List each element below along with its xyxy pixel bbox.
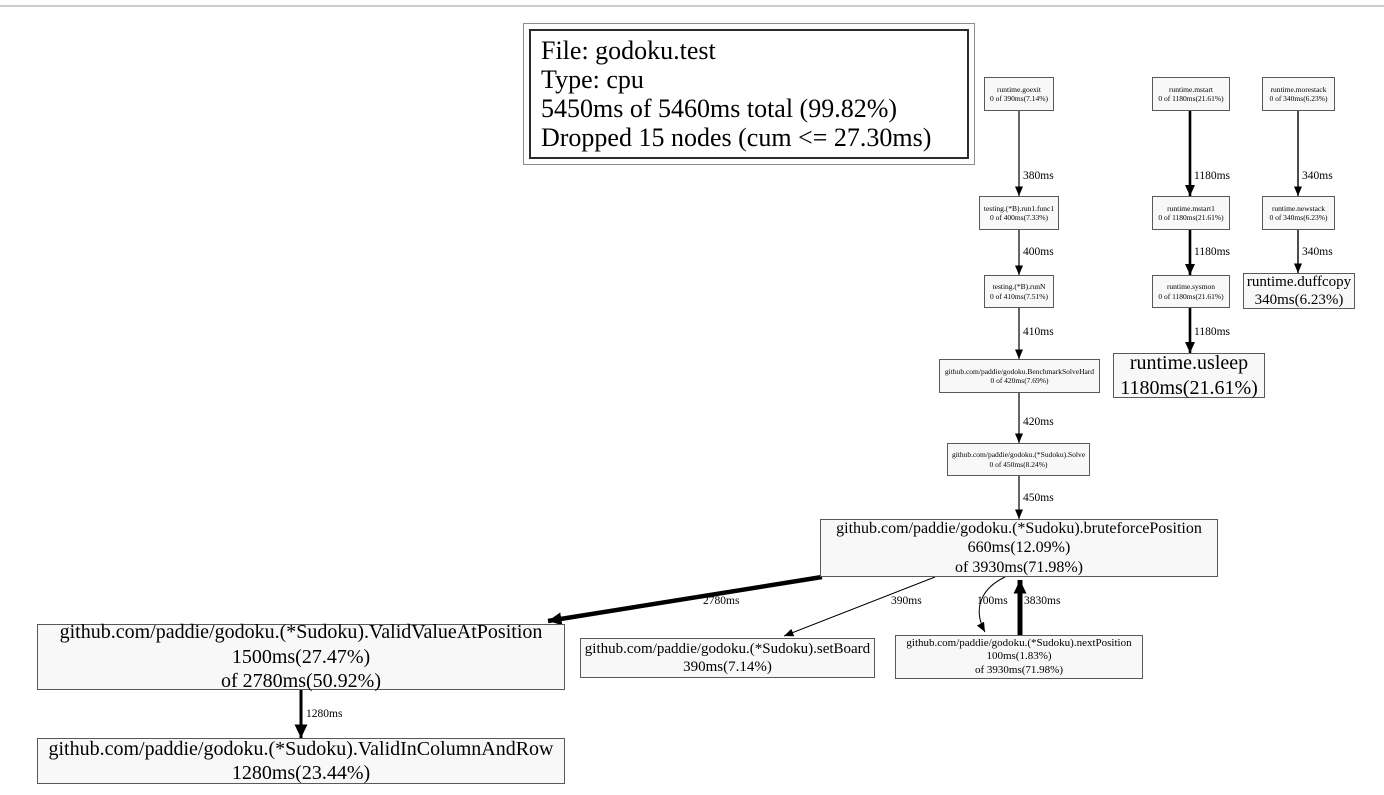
edge-label-mstart-to-mstart1: 1180ms	[1194, 170, 1231, 182]
edge-label-runn-to-benchmarksolvehard: 410ms	[1023, 326, 1054, 338]
node-text-line: of 2780ms(50.92%)	[221, 670, 381, 693]
node-text-line: runtime.mstart	[1169, 84, 1213, 94]
node-text-line: runtime.newstack	[1271, 203, 1326, 213]
node-text-line: testing.(*B).runN	[992, 282, 1046, 292]
edge-label-bruteforce-to-nextposition: 100ms	[977, 595, 1008, 607]
node-sudoku-valid-value-at-position[interactable]: github.com/paddie/godoku.(*Sudoku).Valid…	[37, 621, 565, 693]
node-text-line: 0 of 340ms(6.23%)	[1269, 213, 1328, 222]
node-text-line: 390ms(7.14%)	[683, 659, 772, 675]
edge-label-mstart1-to-sysmon: 1180ms	[1194, 246, 1231, 258]
edge-label-solve-to-bruteforce: 450ms	[1023, 492, 1054, 504]
edge-label-newstack-to-duffcopy: 340ms	[1302, 246, 1333, 258]
legend-type-line: Type: cpu	[541, 65, 644, 94]
node-text-line: 340ms(6.23%)	[1254, 292, 1344, 308]
node-text-line: github.com/paddie/godoku.BenchmarkSolveH…	[944, 366, 1095, 376]
node-text-line: github.com/paddie/godoku.(*Sudoku).setBo…	[584, 640, 871, 657]
node-text-line: 0 of 340ms(6.23%)	[1269, 94, 1328, 103]
node-text-line: runtime.sysmon	[1166, 282, 1216, 292]
node-text-line: 0 of 450ms(8.24%)	[989, 459, 1048, 469]
node-text-line: testing.(*B).run1.func1	[983, 203, 1055, 213]
edge-label-run1func1-to-runn: 400ms	[1023, 246, 1054, 258]
node-sudoku-solve[interactable]: github.com/paddie/godoku.(*Sudoku).Solve…	[947, 443, 1090, 476]
node-text-line: github.com/paddie/godoku.(*Sudoku).nextP…	[906, 636, 1132, 649]
legend-total-line: 5450ms of 5460ms total (99.82%)	[541, 94, 898, 123]
edge-label-goexit-to-run1func1: 380ms	[1023, 170, 1054, 182]
node-text-line: runtime.morestack	[1270, 84, 1327, 94]
node-sudoku-next-position[interactable]: github.com/paddie/godoku.(*Sudoku).nextP…	[895, 635, 1143, 679]
node-text-line: 100ms(1.83%)	[986, 650, 1052, 663]
node-text-line: 0 of 1180ms(21.61%)	[1158, 94, 1224, 103]
node-text-line: 0 of 400ms(7.33%)	[989, 213, 1049, 222]
node-text-line: 0 of 390ms(7.14%)	[989, 94, 1049, 103]
node-sudoku-set-board[interactable]: github.com/paddie/godoku.(*Sudoku).setBo…	[580, 638, 875, 678]
node-sudoku-bruteforce-position[interactable]: github.com/paddie/godoku.(*Sudoku).brute…	[820, 519, 1218, 577]
node-text-line: github.com/paddie/godoku.(*Sudoku).Valid…	[59, 621, 543, 644]
edge-bruteforce-to-setboard	[783, 576, 936, 637]
node-text-line: of 3930ms(71.98%)	[975, 663, 1063, 676]
node-text-line: 1180ms(21.61%)	[1120, 376, 1258, 399]
edge-bruteforce-to-validvalueatposition	[547, 574, 823, 626]
node-text-line: 1280ms(23.44%)	[231, 762, 371, 784]
node-text-line: 0 of 1180ms(21.61%)	[1158, 213, 1224, 222]
node-text-line: github.com/paddie/godoku.(*Sudoku).brute…	[836, 519, 1202, 537]
node-text-line: 1500ms(27.47%)	[231, 645, 371, 668]
node-text-line: runtime.usleep	[1129, 352, 1249, 375]
edge-bruteforce-to-nextposition	[976, 576, 1006, 633]
node-text-line: 0 of 410ms(7.51%)	[989, 291, 1049, 301]
edge-label-bruteforce-to-validvalueatposition: 2780ms	[703, 595, 740, 607]
legend-file-line: File: godoku.test	[541, 36, 716, 65]
node-text-line: github.com/paddie/godoku.(*Sudoku).Solve	[951, 450, 1086, 460]
node-text-line: runtime.goexit	[997, 84, 1041, 94]
profile-legend-box: File: godoku.test Type: cpu 5450ms of 54…	[523, 23, 975, 165]
node-benchmark-solve-hard[interactable]: github.com/paddie/godoku.BenchmarkSolveH…	[939, 359, 1100, 393]
node-text-line: of 3930ms(71.98%)	[955, 558, 1083, 576]
edge-label-sysmon-to-usleep: 1180ms	[1194, 326, 1231, 338]
node-text-line: runtime.duffcopy	[1246, 273, 1352, 290]
edge-label-benchmarksolvehard-to-solve: 420ms	[1023, 416, 1054, 428]
node-text-line: 660ms(12.09%)	[967, 539, 1071, 557]
node-text-line: 0 of 420ms(7.69%)	[990, 376, 1049, 385]
edge-label-validvalueatposition-to-validincolumnandrow: 1280ms	[306, 708, 343, 720]
top-divider	[0, 5, 1384, 7]
node-text-line: github.com/paddie/godoku.(*Sudoku).Valid…	[48, 737, 554, 760]
legend-dropped-line: Dropped 15 nodes (cum <= 27.30ms)	[541, 123, 932, 152]
node-sudoku-valid-in-column-and-row[interactable]: github.com/paddie/godoku.(*Sudoku).Valid…	[37, 738, 565, 784]
node-text-line: runtime.mstart1	[1167, 203, 1215, 213]
edge-label-morestack-to-newstack: 340ms	[1302, 170, 1333, 182]
edge-label-bruteforce-to-setboard: 390ms	[891, 595, 922, 607]
node-runtime-duffcopy[interactable]: runtime.duffcopy 340ms(6.23%)	[1243, 273, 1355, 309]
edge-label-nextposition-to-bruteforce: 3830ms	[1024, 595, 1061, 607]
node-text-line: 0 of 1180ms(21.61%)	[1158, 291, 1224, 301]
profile-legend-inner: File: godoku.test Type: cpu 5450ms of 54…	[529, 29, 969, 159]
